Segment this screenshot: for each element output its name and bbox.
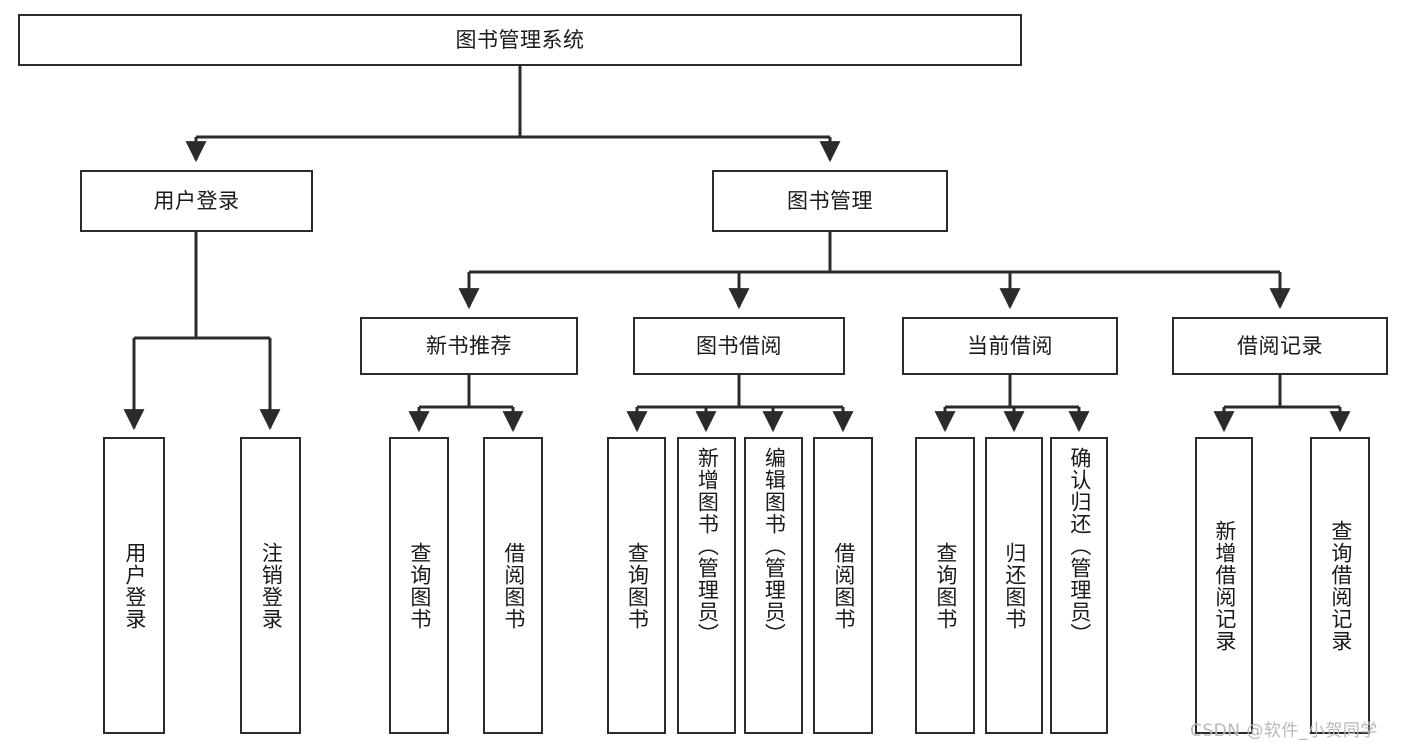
- node-label: 新增图书（管理员）: [695, 447, 720, 645]
- node-book-management[interactable]: 图书管理: [712, 170, 948, 232]
- node-borrow-record[interactable]: 借阅记录: [1172, 317, 1388, 375]
- node-leaf-borrow-book-recommend[interactable]: 借阅图书: [483, 437, 543, 734]
- node-label: 图书管理: [787, 188, 873, 213]
- node-leaf-confirm-return-admin[interactable]: 确认归还（管理员）: [1050, 437, 1108, 734]
- node-leaf-edit-book-admin[interactable]: 编辑图书（管理员）: [744, 437, 803, 734]
- node-label: 确认归还（管理员）: [1067, 447, 1092, 645]
- node-new-book-recommend[interactable]: 新书推荐: [360, 317, 578, 375]
- node-label: 编辑图书（管理员）: [762, 447, 787, 645]
- node-leaf-user-login[interactable]: 用户登录: [103, 437, 165, 734]
- node-leaf-return-book[interactable]: 归还图书: [985, 437, 1043, 734]
- node-label: 新书推荐: [426, 333, 512, 358]
- node-current-borrow[interactable]: 当前借阅: [902, 317, 1118, 375]
- node-leaf-query-book-current[interactable]: 查询图书: [915, 437, 975, 734]
- node-label: 用户登录: [122, 541, 147, 630]
- node-leaf-query-book-borrow[interactable]: 查询图书: [607, 437, 666, 734]
- node-label: 查询图书: [933, 541, 958, 630]
- node-label: 用户登录: [153, 188, 240, 213]
- node-label: 注销登录: [259, 541, 284, 630]
- node-label: 图书借阅: [696, 333, 782, 358]
- node-leaf-logout[interactable]: 注销登录: [240, 437, 301, 734]
- node-leaf-query-book-recommend[interactable]: 查询图书: [389, 437, 449, 734]
- node-label: 查询借阅记录: [1328, 519, 1353, 652]
- node-leaf-add-book-admin[interactable]: 新增图书（管理员）: [677, 437, 736, 734]
- node-book-borrow[interactable]: 图书借阅: [633, 317, 845, 375]
- node-leaf-borrow-book[interactable]: 借阅图书: [813, 437, 873, 734]
- node-label: 借阅图书: [831, 541, 856, 630]
- node-label: 图书管理系统: [455, 27, 585, 52]
- watermark-csdn: CSDN @软件_小贺同学: [1190, 721, 1378, 741]
- node-leaf-add-borrow-record[interactable]: 新增借阅记录: [1195, 437, 1253, 734]
- node-label: 归还图书: [1002, 541, 1027, 630]
- node-label: 查询图书: [407, 541, 432, 630]
- node-root-book-management-system[interactable]: 图书管理系统: [18, 14, 1022, 66]
- node-label: 借阅记录: [1237, 333, 1323, 358]
- node-user-login[interactable]: 用户登录: [80, 170, 313, 232]
- node-label: 当前借阅: [967, 333, 1053, 358]
- node-label: 查询图书: [625, 541, 650, 630]
- node-leaf-query-borrow-record[interactable]: 查询借阅记录: [1310, 437, 1370, 734]
- node-label: 借阅图书: [501, 541, 526, 630]
- node-label: 新增借阅记录: [1212, 519, 1237, 652]
